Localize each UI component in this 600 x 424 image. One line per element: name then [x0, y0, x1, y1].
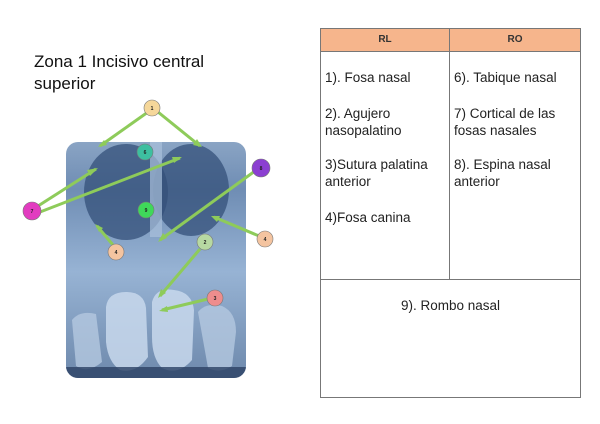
- arrowhead: [158, 289, 166, 298]
- ro-column: 6). Tabique nasal 7) Cortical de las fos…: [450, 52, 580, 279]
- arrowhead: [95, 224, 103, 232]
- rl-item: 1). Fosa nasal: [325, 70, 411, 85]
- svg-text:3: 3: [214, 296, 217, 302]
- marker-4-right: 4: [256, 230, 274, 248]
- arrowhead: [159, 306, 168, 312]
- arrowhead: [172, 157, 182, 163]
- arrow-line: [159, 169, 256, 242]
- arrowhead: [158, 233, 167, 242]
- svg-text:2: 2: [204, 240, 207, 246]
- marker-8: 8: [251, 158, 271, 178]
- ro-item: 7) Cortical de las fosas nasales: [454, 106, 556, 138]
- marker-3: 3: [206, 289, 224, 307]
- arrow-line: [39, 156, 181, 214]
- bottom-cell: 9). Rombo nasal: [321, 279, 580, 397]
- svg-text:7: 7: [31, 209, 34, 215]
- svg-text:9: 9: [145, 208, 148, 214]
- annotation-overlay: 1 6 8 7 9 4 2 4: [22, 99, 274, 312]
- marker-9: 9: [137, 201, 155, 219]
- table-header: RL RO: [321, 29, 580, 52]
- marker-7: 7: [22, 201, 42, 221]
- arrowhead: [211, 216, 220, 222]
- rl-item: 3)Sutura palatina anterior: [325, 157, 428, 189]
- svg-text:8: 8: [260, 166, 263, 172]
- anatomy-table: RL RO 1). Fosa nasal 2). Agujero nasopal…: [320, 28, 581, 398]
- zone-title: Zona 1 Incisivo central superior: [34, 52, 205, 93]
- arrowhead: [87, 168, 98, 176]
- marker-6: 6: [136, 143, 154, 161]
- arrow-line: [213, 215, 260, 238]
- arrow-line: [37, 167, 97, 208]
- marker-4-left: 4: [107, 243, 125, 261]
- svg-text:6: 6: [144, 150, 147, 156]
- arrowhead: [98, 140, 107, 147]
- arrow-line: [158, 248, 202, 297]
- rl-item: 2). Agujero nasopalatino: [325, 106, 402, 138]
- marker-1: 1: [143, 99, 161, 117]
- svg-text:1: 1: [151, 106, 154, 112]
- arrow-line: [161, 297, 209, 312]
- arrow-line: [99, 110, 149, 148]
- header-ro: RO: [507, 34, 523, 45]
- arrowhead: [193, 139, 202, 147]
- svg-text:4: 4: [115, 250, 118, 256]
- rl-item: 4)Fosa canina: [325, 210, 411, 225]
- ro-item: 8). Espina nasal anterior: [454, 157, 551, 189]
- ro-item: 6). Tabique nasal: [454, 70, 557, 85]
- rombo-nasal-text: 9). Rombo nasal: [400, 298, 501, 313]
- xray-figure: 1 6 8 7 9 4 2 4: [22, 99, 274, 378]
- marker-2: 2: [196, 233, 214, 251]
- svg-text:4: 4: [264, 237, 267, 243]
- rl-column: 1). Fosa nasal 2). Agujero nasopalatino …: [321, 52, 450, 279]
- header-rl: RL: [321, 29, 450, 51]
- arrow-line: [157, 110, 201, 148]
